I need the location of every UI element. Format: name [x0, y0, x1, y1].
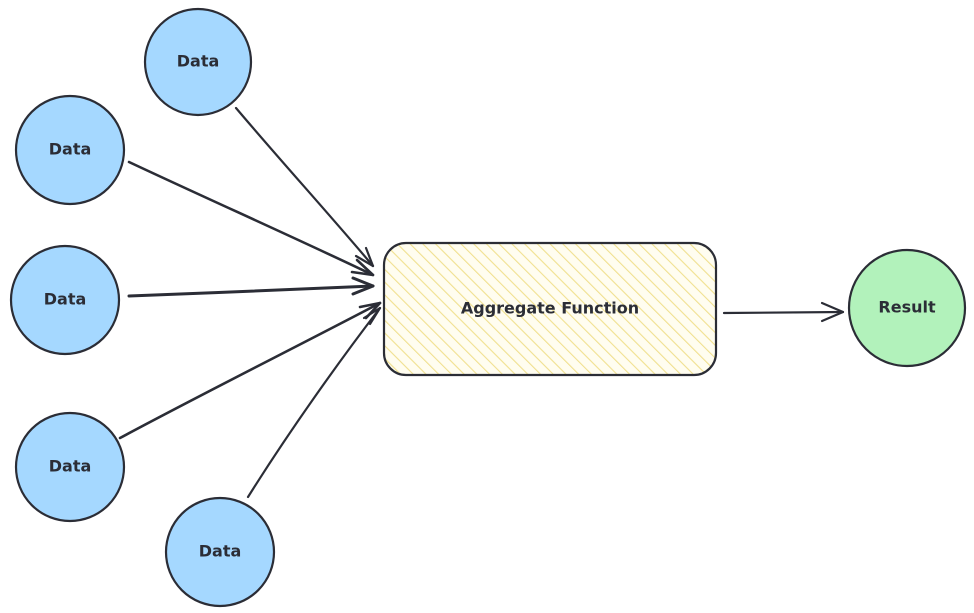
arrowhead-edge-2: [350, 258, 375, 277]
edge-function-to-result: [722, 310, 845, 315]
data-node-label: Data: [177, 52, 220, 71]
data-node-label: Data: [49, 457, 92, 476]
arrowhead-edge-1: [354, 246, 375, 268]
data-node-circle: [164, 496, 276, 608]
aggregate-function-box: [382, 241, 718, 377]
data-node-circle: [14, 411, 126, 523]
edge-data-5-to-function: [246, 306, 382, 499]
arrowhead-result: [820, 301, 845, 323]
data-node-1: Data: [143, 7, 253, 117]
arrowhead-edge-5: [362, 306, 382, 326]
data-node-label: Data: [49, 140, 92, 159]
data-node-circle: [14, 94, 126, 206]
arrowhead-edge-3: [351, 276, 375, 296]
edge-data-1-to-function: [234, 106, 375, 268]
edge-data-2-to-function: [127, 160, 375, 277]
aggregate-function-label: Aggregate Function: [461, 299, 639, 318]
data-node-circle: [143, 7, 253, 117]
data-node-circle: [9, 244, 121, 356]
data-node-label: Data: [199, 542, 242, 561]
data-node-3: Data: [9, 244, 121, 356]
data-node-2: Data: [14, 94, 126, 206]
data-node-label: Data: [44, 290, 87, 309]
edge-data-3-to-function: [127, 284, 375, 298]
result-node: Result: [847, 248, 967, 368]
result-node-label: Result: [878, 298, 936, 317]
data-node-4: Data: [14, 411, 126, 523]
data-node-5: Data: [164, 496, 276, 608]
result-node-circle: [847, 248, 967, 368]
edge-data-4-to-function: [118, 301, 382, 440]
edges: [118, 106, 845, 499]
aggregate-function-node: Aggregate Function: [382, 241, 718, 377]
